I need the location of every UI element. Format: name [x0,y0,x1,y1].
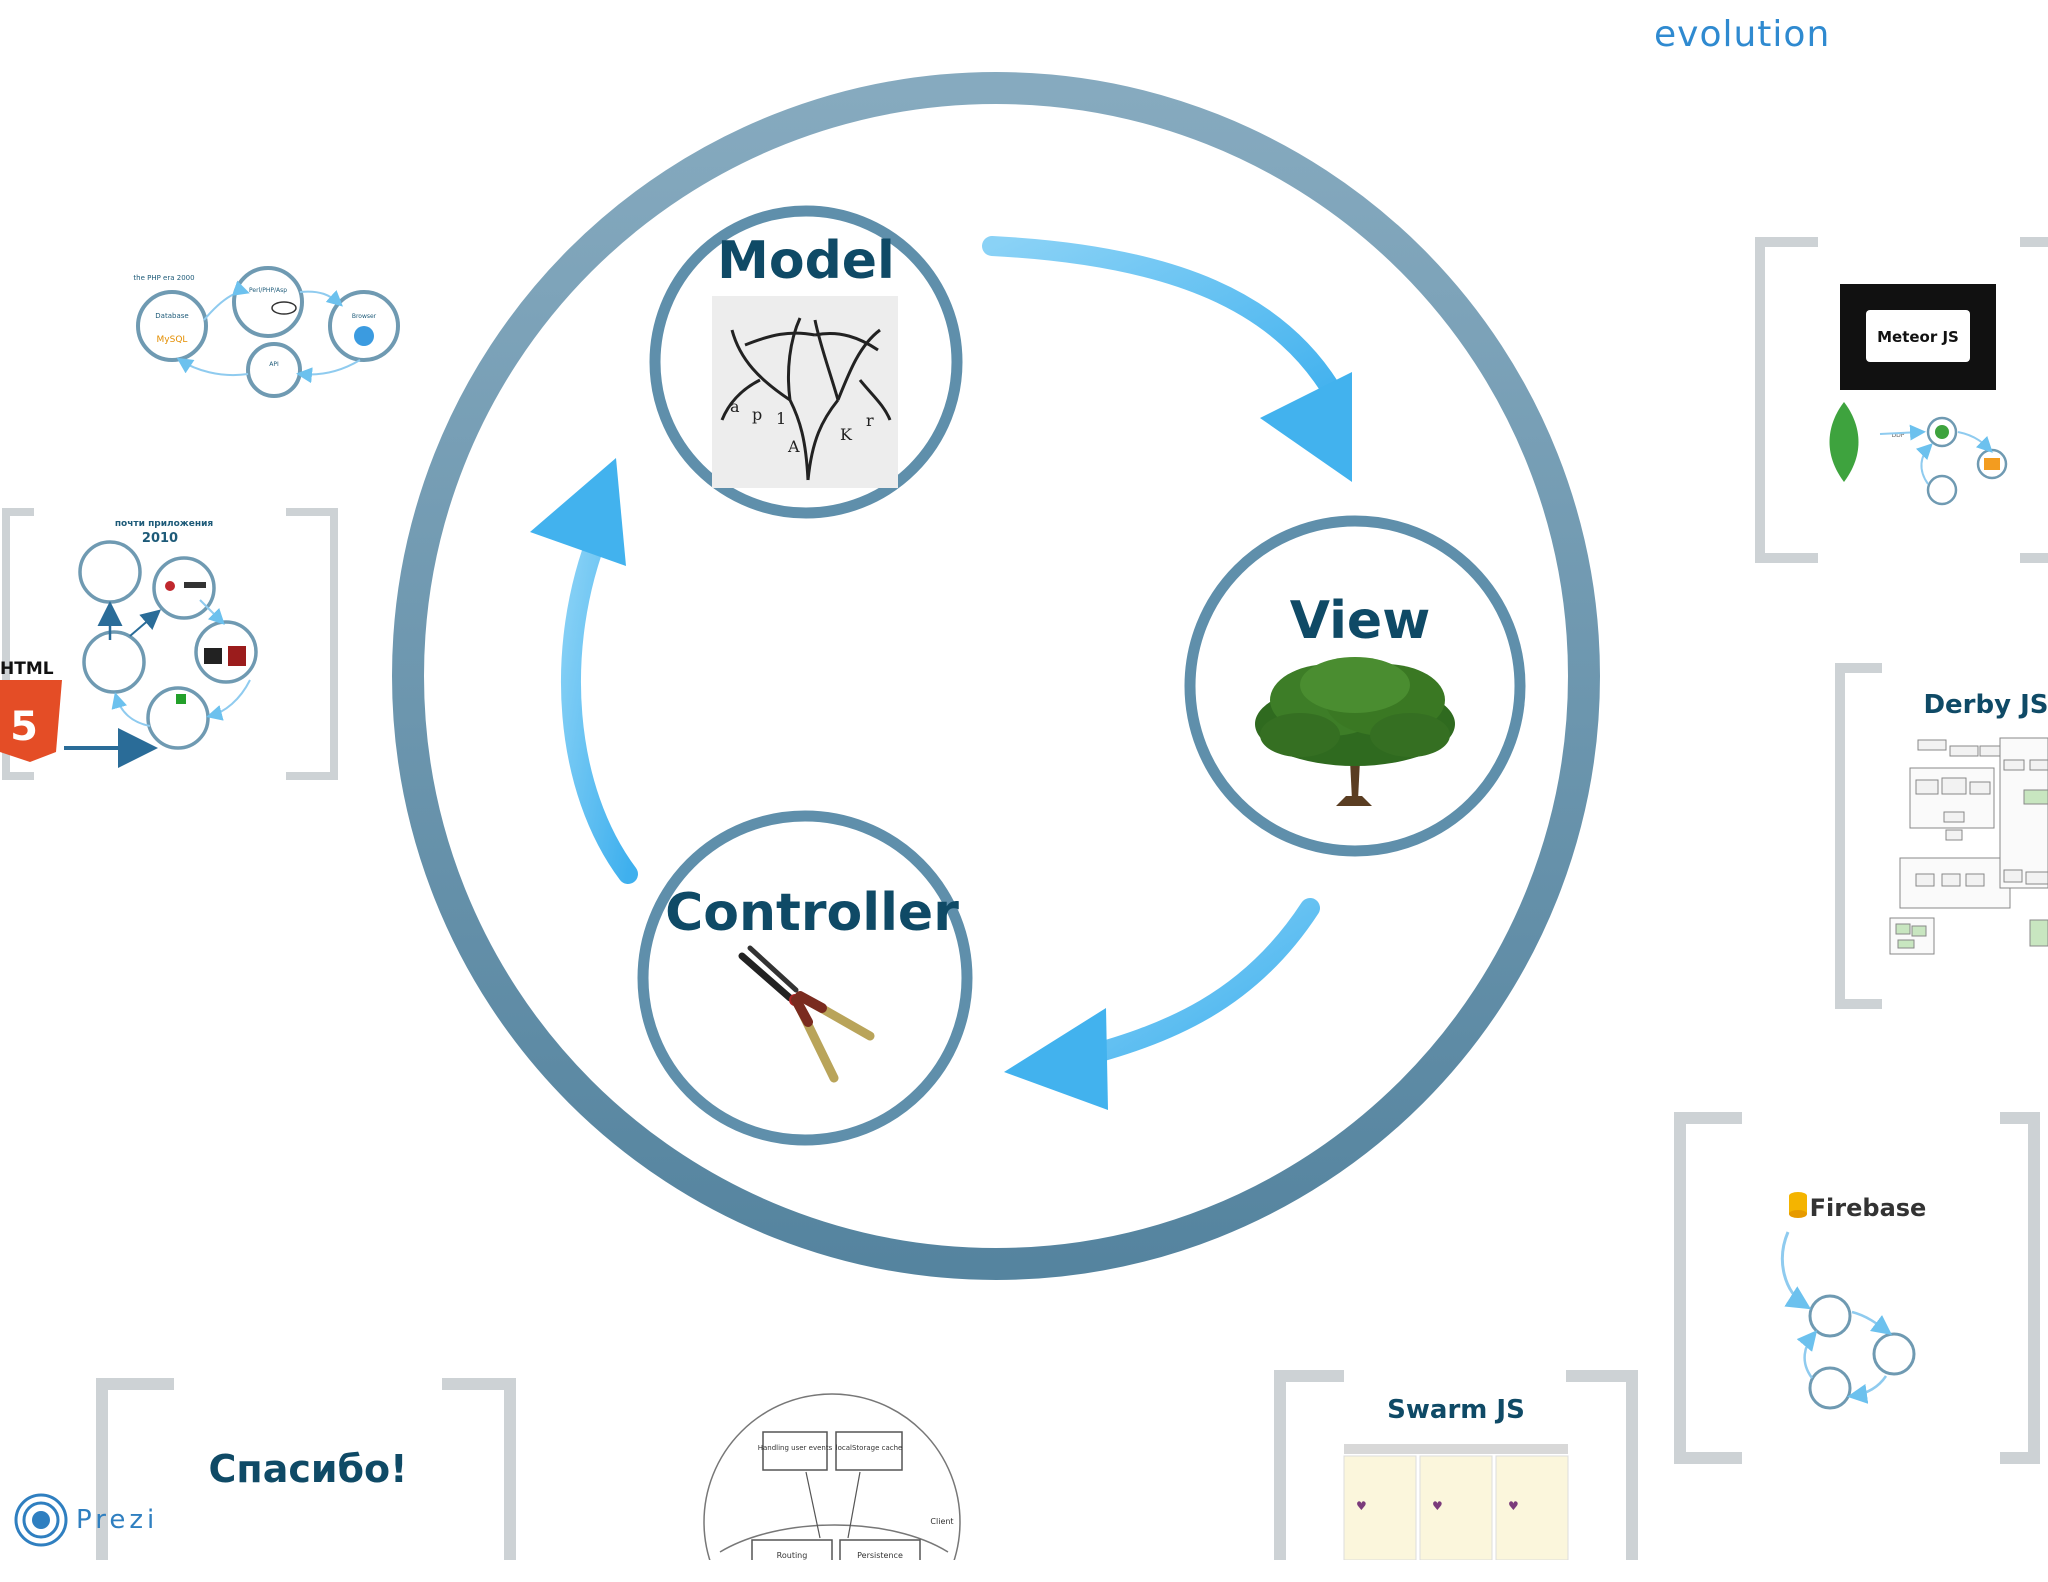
meteor-ddp: DDP [1892,432,1905,439]
bracket-right [2020,237,2048,563]
apps-2010-year: 2010 [142,531,178,546]
section-title[interactable]: evolution [1654,14,1831,55]
client-box-routing: Routing [777,1551,808,1560]
client-box-localstorage: localStorage cache [836,1444,903,1452]
thumbnail-meteor[interactable]: Meteor JS DDP [1755,237,2048,563]
firebase-title: Firebase [1810,1194,1927,1222]
thanks-title: Спасибо! [209,1447,408,1491]
php-era-title: the PHP era 2000 [133,274,194,282]
mongodb-leaf-icon [1829,402,1859,482]
bracket-right [1566,1370,1638,1560]
php-node-database: Database [155,312,188,320]
view-label: View [1290,591,1430,651]
ie-icon [354,326,374,346]
svg-text:♥: ♥ [1432,1499,1443,1513]
model-label: Model [717,231,895,291]
php-node-browser: Browser [352,313,377,320]
thumbnail-client-diagram[interactable]: Handling user events localStorage cache … [703,1393,961,1582]
svg-text:r: r [866,411,874,430]
controller-label: Controller [665,883,959,943]
mysql-logo-text: MySQL [157,335,188,345]
thumbnail-derby[interactable]: Derby JS [1835,663,2048,1009]
bracket-right [2000,1112,2040,1464]
meteor-label: Meteor JS [1877,328,1959,346]
derby-architecture-diagram [1889,737,2048,955]
bracket-left [1274,1370,1344,1560]
viewport-bottom-edge [0,1560,2048,1582]
bracket-left [1835,663,1882,1009]
svg-text:♥: ♥ [1356,1499,1367,1513]
arrow-view-to-controller [1060,898,1320,1070]
svg-text:A: A [787,437,800,456]
prezi-logo-text: Prezi [76,1505,159,1535]
thumbnail-php-era[interactable]: the PHP era 2000 Database MySQL Perl/PHP… [133,266,400,398]
bracket-left [2,508,34,780]
client-side-label: Client [930,1517,953,1526]
pruning-shears-icon [738,945,875,1083]
php-node-api: API [269,361,279,368]
bracket-left [1674,1112,1742,1464]
arrow-controller-to-model [560,520,638,884]
html-label: HTML [0,659,54,679]
view-node[interactable]: View [1184,515,1526,857]
prezi-logo-icon [14,1493,68,1547]
arrow-model-to-view-head [1260,372,1352,482]
thumbnail-firebase[interactable]: Firebase [1674,1112,2040,1464]
php-node-perl: Perl/PHP/Asp [249,287,287,294]
client-box-persistence: Persistence [857,1551,903,1560]
bracket-right [442,1378,516,1560]
firebase-database-icon [1789,1192,1807,1218]
svg-text:1: 1 [776,409,786,428]
arrow-view-to-controller-head [1004,1008,1108,1110]
controller-node[interactable]: Controller [637,810,973,1146]
derby-title: Derby JS [1923,690,2048,720]
html5-number: 5 [10,704,38,750]
outer-ring [392,72,1600,1280]
arrow-controller-to-model-head [530,458,626,566]
client-box-handling: Handling user events [758,1444,833,1452]
svg-text:♥: ♥ [1508,1499,1519,1513]
apps-2010-title: почти приложения [115,519,214,529]
bracket-left [96,1378,174,1560]
swarm-browser-screens: ♥ ♥ ♥ [1343,1444,1569,1561]
svg-text:K: K [840,425,853,444]
prezi-logo[interactable]: Prezi [14,1490,184,1550]
thumbnail-thanks[interactable]: Спасибо! [96,1378,516,1560]
bracket-right [286,508,338,780]
bracket-left [1755,237,1818,563]
arrow-model-to-view [982,236,1350,415]
thumbnail-swarm[interactable]: Swarm JS ♥ ♥ ♥ [1274,1370,1638,1561]
swarm-title: Swarm JS [1387,1395,1525,1425]
html5-shield-icon [0,680,62,762]
tree-icon [1255,657,1455,806]
svg-text:a: a [730,397,740,416]
thumbnail-apps-2010[interactable]: почти приложения 2010 HTML 5 [0,508,338,780]
svg-text:p: p [752,405,762,424]
